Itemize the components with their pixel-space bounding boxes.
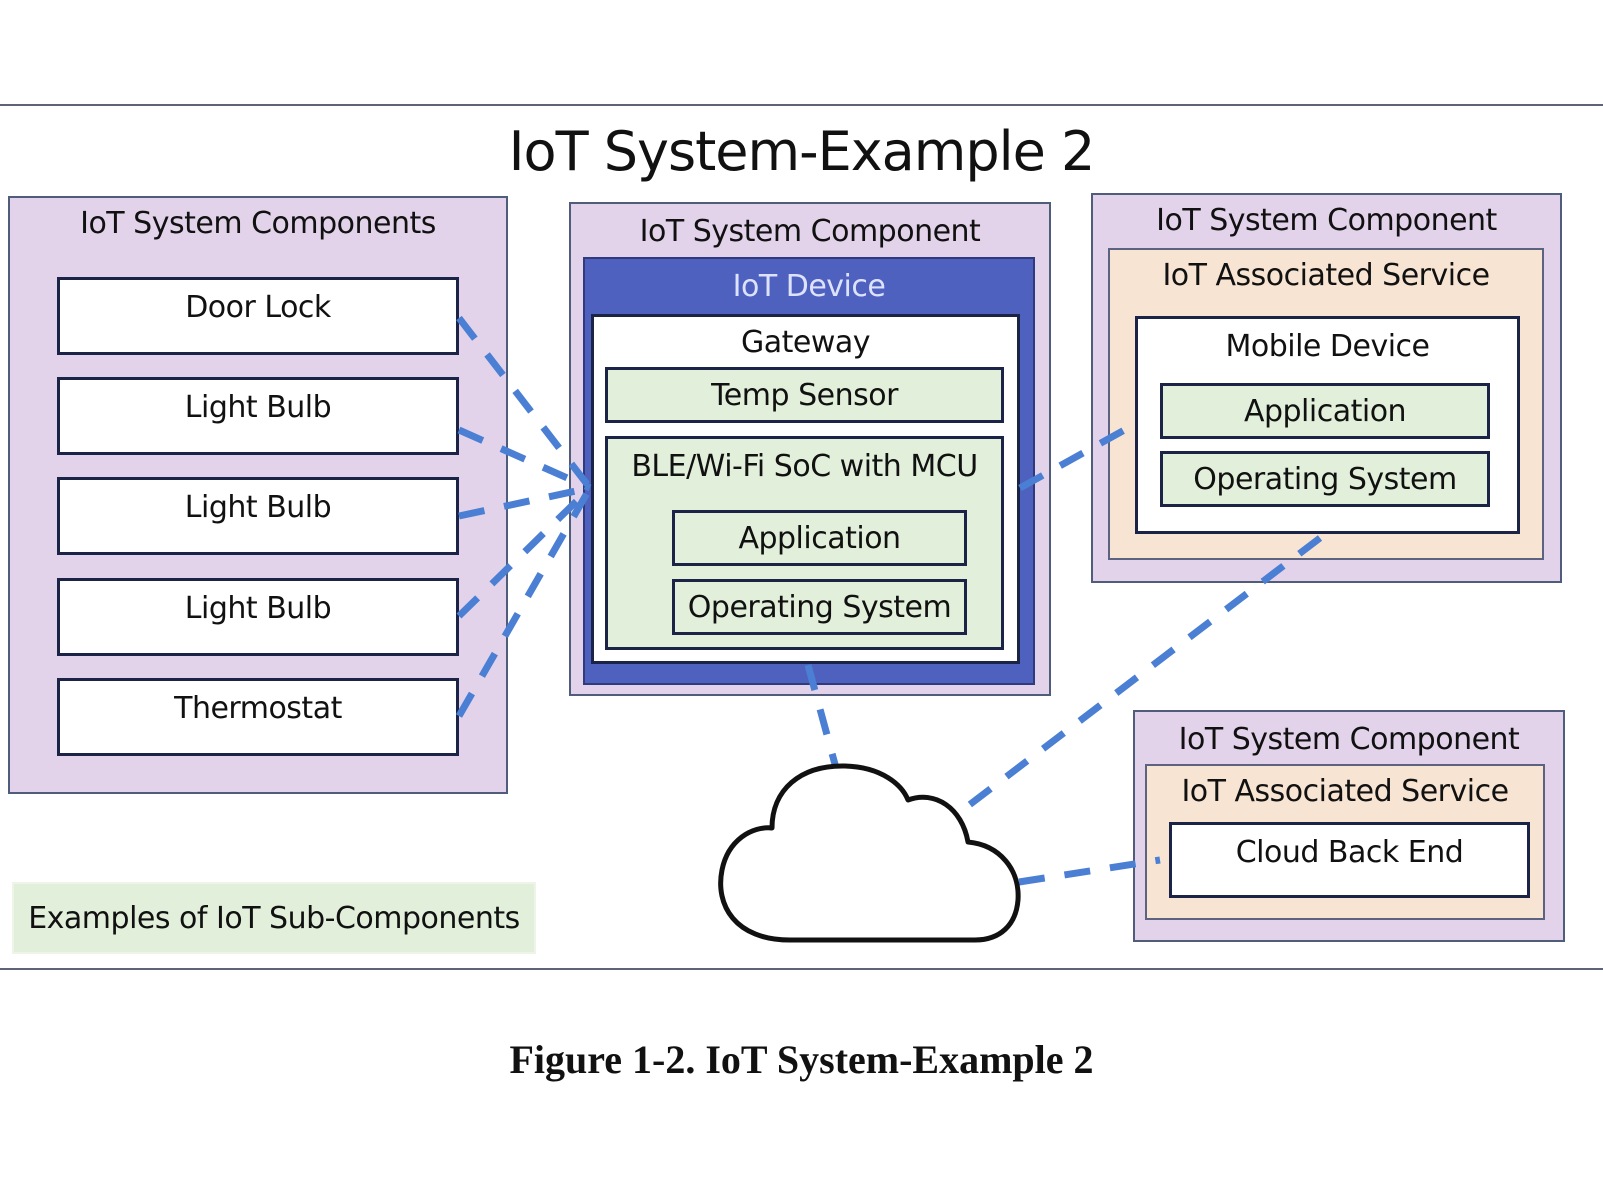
bottom-rule	[0, 968, 1603, 970]
device-os-box: Operating System	[672, 579, 967, 635]
cloud-panel-label: IoT System Component	[1178, 722, 1520, 757]
mobile-application-label: Application	[1243, 393, 1407, 429]
temp-sensor-label: Temp Sensor	[711, 377, 898, 413]
mobile-service-label: IoT Associated Service	[1162, 258, 1490, 293]
mobile-device-label: Mobile Device	[1225, 329, 1430, 364]
cloud-back-end-label: Cloud Back End	[1235, 835, 1464, 870]
component-label: Light Bulb	[184, 390, 332, 425]
center-panel-label: IoT System Component	[639, 214, 981, 249]
legend-sub-components: Examples of IoT Sub-Components	[12, 882, 536, 954]
component-light-bulb-1: Light Bulb	[57, 377, 459, 455]
cloud-icon	[718, 763, 1021, 943]
soc-label: BLE/Wi-Fi SoC with MCU	[631, 449, 978, 484]
top-rule	[0, 104, 1603, 106]
diagram-title: IoT System-Example 2	[508, 120, 1096, 183]
mobile-os-box: Operating System	[1160, 451, 1490, 507]
component-light-bulb-3: Light Bulb	[57, 578, 459, 656]
component-door-lock: Door Lock	[57, 277, 459, 355]
left-panel-label: IoT System Components	[80, 206, 436, 241]
device-os-label: Operating System	[687, 589, 952, 625]
component-light-bulb-2: Light Bulb	[57, 477, 459, 555]
legend-label: Examples of IoT Sub-Components	[28, 900, 520, 936]
mobile-application-box: Application	[1160, 383, 1490, 439]
component-label: Light Bulb	[184, 490, 332, 525]
mobile-os-label: Operating System	[1193, 461, 1457, 497]
component-label: Door Lock	[185, 290, 331, 325]
iot-device-label: IoT Device	[732, 269, 886, 304]
figure-caption: Figure 1-2. IoT System-Example 2	[509, 1037, 1094, 1082]
component-label: Thermostat	[174, 691, 342, 726]
gateway-label: Gateway	[740, 325, 871, 360]
component-label: Light Bulb	[184, 591, 332, 626]
device-application-label: Application	[738, 520, 901, 556]
mobile-panel-label: IoT System Component	[1156, 203, 1497, 238]
cloud-back-end-box: Cloud Back End	[1169, 822, 1530, 898]
component-thermostat: Thermostat	[57, 678, 459, 756]
cloud-service-label: IoT Associated Service	[1181, 774, 1509, 809]
temp-sensor-box: Temp Sensor	[605, 367, 1004, 423]
device-application-box: Application	[672, 510, 967, 566]
